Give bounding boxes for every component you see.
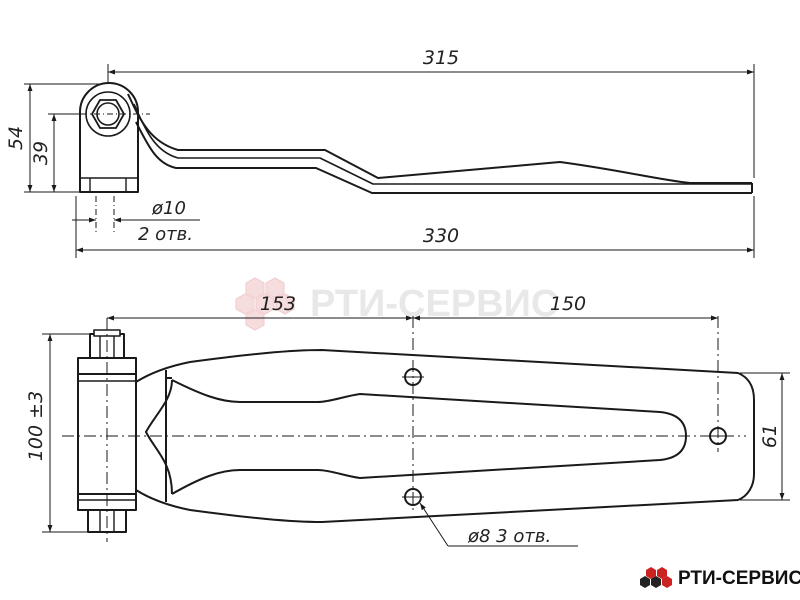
dim-width-61: 61 — [759, 424, 781, 448]
plan-view-dimensions — [42, 315, 790, 547]
dim-distance-153: 153 — [260, 293, 296, 315]
dim-hole-diameter-8: ø8 3 отв. — [467, 526, 551, 547]
side-view — [68, 82, 753, 232]
hex-logo-icon — [640, 567, 672, 588]
dim-height-54: 54 — [5, 126, 27, 150]
dim-length-330: 330 — [423, 225, 459, 247]
watermark-text: РТИ-СЕРВИС — [310, 283, 558, 325]
side-view-dimensions — [24, 64, 755, 258]
dim-length-315: 315 — [423, 47, 459, 69]
brand-logo: РТИ-СЕРВИС — [640, 567, 800, 589]
dim-hole-diameter-10: ø10 — [151, 198, 186, 219]
dim-hole-count-2: 2 отв. — [138, 224, 193, 245]
dim-height-100: 100 ±3 — [25, 391, 47, 461]
plan-view — [62, 316, 755, 542]
dim-distance-150: 150 — [550, 293, 586, 315]
brand-name: РТИ-СЕРВИС — [678, 568, 800, 589]
dim-height-39: 39 — [30, 141, 52, 165]
